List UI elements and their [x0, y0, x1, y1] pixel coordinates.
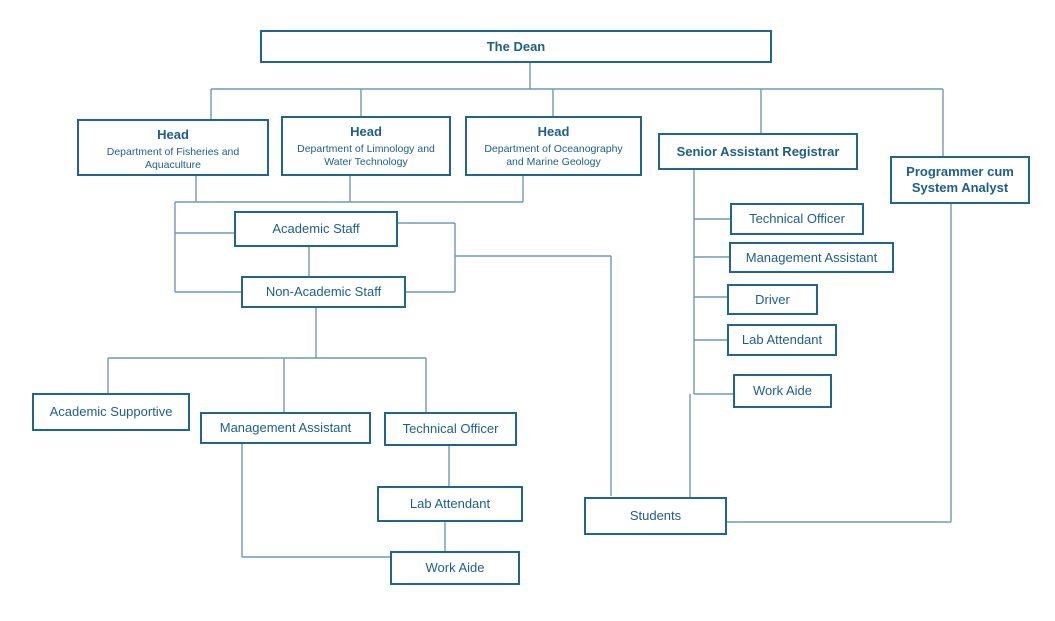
registrar-technical-officer-box: Technical Officer — [730, 203, 864, 235]
registrar-driver-box: Driver — [727, 284, 818, 315]
work-aide-label: Work Aide — [752, 383, 812, 399]
students-label: Students — [629, 508, 682, 524]
lab-attendant-label: Lab Attendant — [741, 332, 823, 348]
lab-attendant-box: Lab Attendant — [377, 486, 523, 522]
work-aide-box: Work Aide — [390, 551, 520, 585]
head-department-line2: Aquaculture — [144, 159, 202, 172]
head-fisheries-box: Head Department of Fisheries and Aquacul… — [77, 119, 269, 176]
head-title: Head — [537, 124, 570, 139]
students-box: Students — [584, 497, 727, 535]
academic-supportive-box: Academic Supportive — [32, 393, 190, 431]
technical-officer-box: Technical Officer — [384, 412, 517, 446]
management-assistant-box: Management Assistant — [200, 412, 371, 444]
academic-staff-box: Academic Staff — [234, 211, 398, 247]
senior-assistant-registrar-box: Senior Assistant Registrar — [658, 133, 858, 170]
head-title: Head — [157, 127, 189, 142]
non-academic-staff-label: Non-Academic Staff — [265, 284, 382, 300]
driver-label: Driver — [755, 291, 790, 307]
programmer-label-line2: System Analyst — [911, 180, 1009, 195]
lab-attendant-label: Lab Attendant — [409, 496, 491, 512]
registrar-work-aide-box: Work Aide — [733, 374, 832, 408]
technical-officer-label: Technical Officer — [749, 211, 845, 227]
academic-supportive-label: Academic Supportive — [49, 404, 173, 420]
head-title: Head — [350, 124, 382, 139]
work-aide-label: Work Aide — [425, 560, 485, 576]
programmer-label-line1: Programmer cum — [906, 164, 1014, 180]
registrar-management-assistant-box: Management Assistant — [729, 242, 894, 273]
programmer-box: Programmer cum System Analyst — [890, 156, 1030, 204]
non-academic-staff-box: Non-Academic Staff — [241, 276, 406, 308]
head-oceanography-box: Head Department of Oceanography and Mari… — [465, 116, 642, 176]
dean-label: The Dean — [486, 38, 546, 54]
management-assistant-label: Management Assistant — [745, 249, 878, 265]
senior-assistant-registrar-label: Senior Assistant Registrar — [676, 143, 840, 159]
dean-box: The Dean — [260, 30, 772, 63]
head-department-line2: and Marine Geology — [506, 156, 601, 169]
management-assistant-label: Management Assistant — [219, 420, 352, 436]
head-department-line2: Water Technology — [324, 156, 408, 169]
technical-officer-label: Technical Officer — [402, 421, 499, 437]
head-department-line1: Department of Oceanography — [484, 142, 623, 155]
academic-staff-label: Academic Staff — [272, 221, 360, 237]
head-department-line1: Department of Limnology and — [297, 142, 435, 155]
head-department-line1: Department of Fisheries and — [106, 145, 240, 158]
registrar-lab-attendant-box: Lab Attendant — [727, 324, 837, 356]
head-limnology-box: Head Department of Limnology and Water T… — [281, 116, 451, 176]
